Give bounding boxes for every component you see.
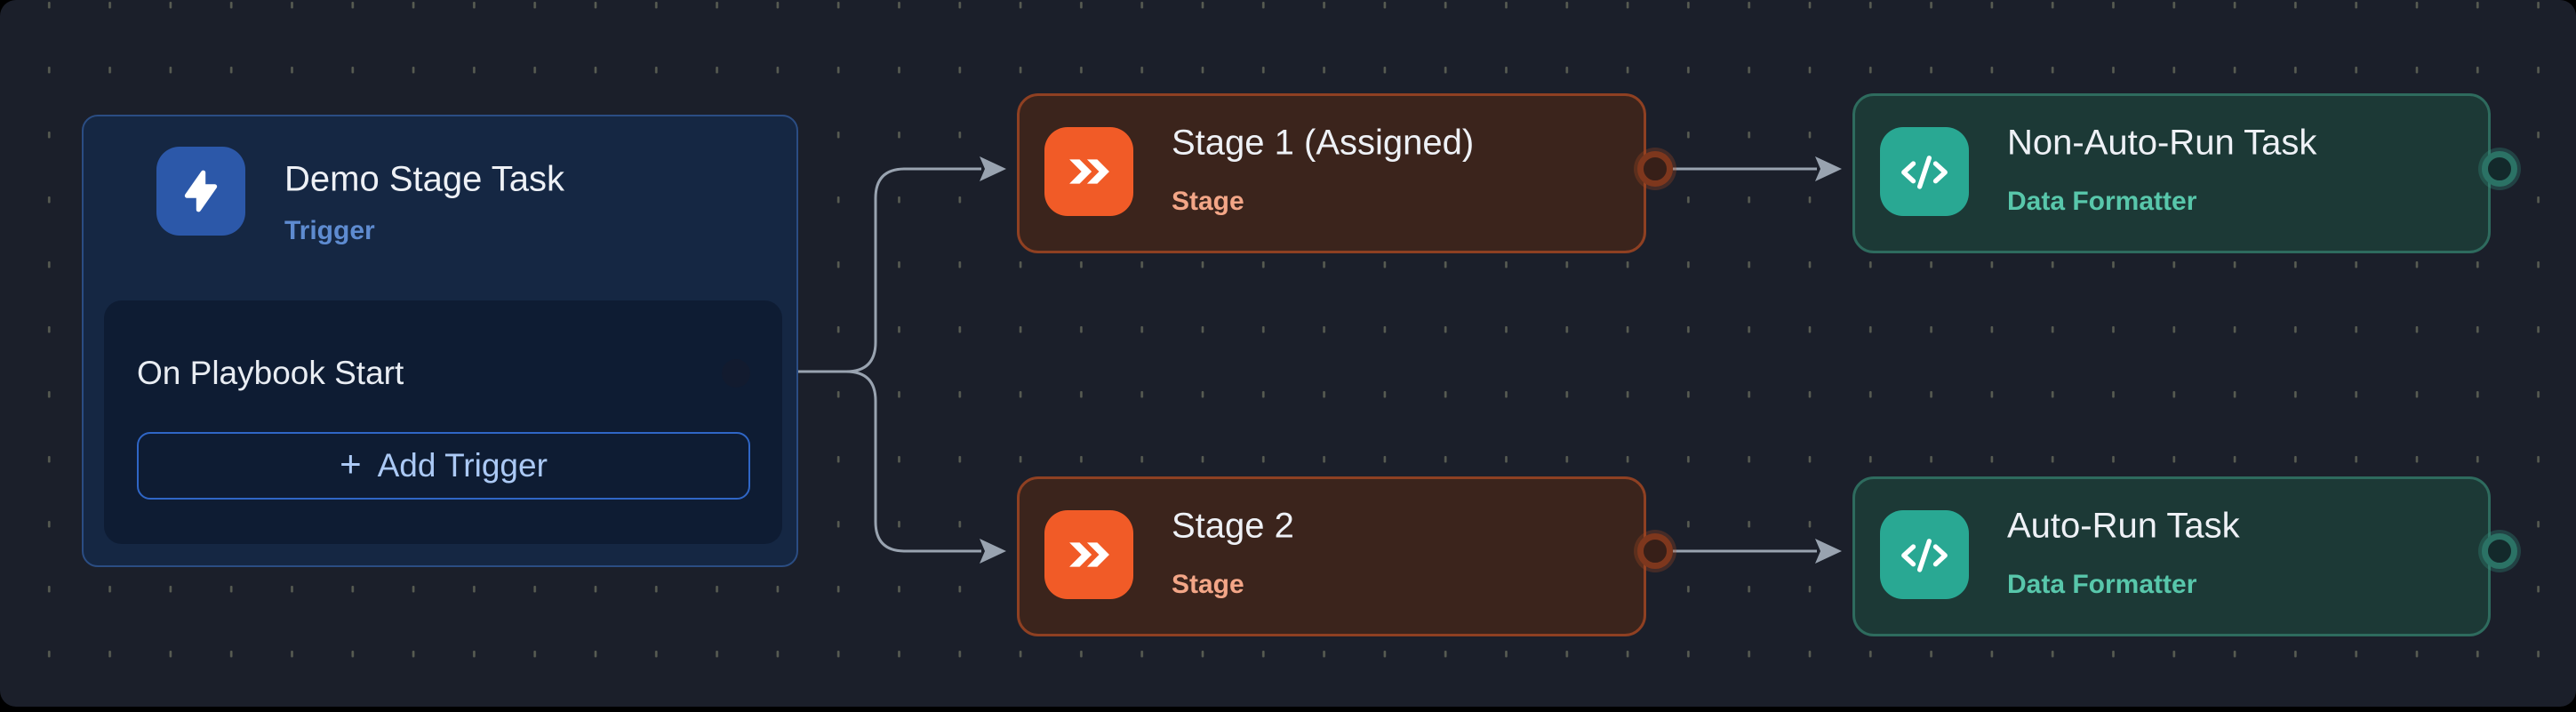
trigger-list-panel: On Playbook Start + Add Trigger bbox=[104, 300, 782, 544]
edge-stage1-to-task1[interactable] bbox=[1673, 156, 1842, 181]
edge-trigger-to-stage1[interactable] bbox=[748, 156, 1006, 373]
plus-icon: + bbox=[340, 443, 362, 484]
double-chevron-icon bbox=[1044, 127, 1133, 216]
task1-output-port[interactable] bbox=[2482, 151, 2517, 187]
node-stage-2[interactable]: Stage 2 Stage bbox=[1017, 476, 1646, 636]
double-chevron-icon bbox=[1044, 510, 1133, 599]
add-trigger-button[interactable]: + Add Trigger bbox=[137, 432, 750, 500]
node-non-auto-run-task[interactable]: Non-Auto-Run Task Data Formatter bbox=[1852, 93, 2491, 253]
node-title: Non-Auto-Run Task bbox=[2007, 123, 2317, 163]
node-trigger-demo-stage-task[interactable]: Demo Stage Task Trigger On Playbook Star… bbox=[82, 115, 798, 567]
trigger-output-port[interactable] bbox=[722, 359, 750, 388]
node-title: Auto-Run Task bbox=[2007, 506, 2240, 546]
node-type-label: Stage bbox=[1172, 570, 1244, 599]
code-icon bbox=[1880, 510, 1969, 599]
node-title: Stage 1 (Assigned) bbox=[1172, 123, 1475, 163]
node-type-label: Stage bbox=[1172, 187, 1244, 216]
edge-stage2-to-task2[interactable] bbox=[1673, 539, 1842, 564]
lightning-bolt-icon bbox=[156, 147, 245, 236]
stage1-output-port[interactable] bbox=[1637, 151, 1673, 187]
edge-trigger-to-stage2[interactable] bbox=[748, 370, 1006, 564]
add-trigger-button-label: Add Trigger bbox=[377, 447, 548, 484]
arrowhead-icon bbox=[1815, 156, 1842, 181]
node-type-label: Trigger bbox=[284, 216, 375, 245]
node-auto-run-task[interactable]: Auto-Run Task Data Formatter bbox=[1852, 476, 2491, 636]
trigger-row-label: On Playbook Start bbox=[137, 355, 404, 391]
arrowhead-icon bbox=[980, 539, 1006, 564]
stage2-output-port[interactable] bbox=[1637, 533, 1673, 569]
task2-output-port[interactable] bbox=[2482, 533, 2517, 569]
node-title: Demo Stage Task bbox=[284, 159, 564, 199]
node-stage-1[interactable]: Stage 1 (Assigned) Stage bbox=[1017, 93, 1646, 253]
arrowhead-icon bbox=[980, 156, 1006, 181]
node-title: Stage 2 bbox=[1172, 506, 1294, 546]
arrowhead-icon bbox=[1815, 539, 1842, 564]
node-type-label: Data Formatter bbox=[2007, 570, 2197, 599]
node-type-label: Data Formatter bbox=[2007, 187, 2197, 216]
code-icon bbox=[1880, 127, 1969, 216]
